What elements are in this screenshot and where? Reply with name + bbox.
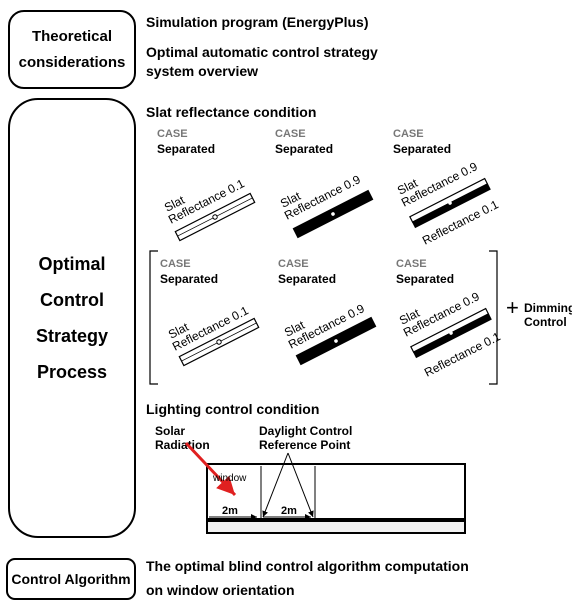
theoretical-considerations-box: Theoretical considerations <box>8 10 136 89</box>
case-value: Separated <box>160 272 219 286</box>
case-label: CASE <box>393 128 424 140</box>
solar-arrow <box>184 441 237 497</box>
algorithm-text-2: on window orientation <box>146 582 295 598</box>
right-bracket <box>489 250 498 385</box>
optimal-control-strategy-box: Optimal Control Strategy Process <box>8 98 136 538</box>
control-algorithm-box: Control Algorithm <box>6 558 136 600</box>
simulation-program-text: Simulation program (EnergyPlus) <box>146 14 369 30</box>
case-label: CASE <box>157 128 188 140</box>
theoretical-line-2: considerations <box>18 53 126 71</box>
case-value: Separated <box>278 272 337 286</box>
slat-white-01 <box>178 317 260 367</box>
distance-label-1: 2m <box>222 505 238 517</box>
case-label: CASE <box>160 258 191 270</box>
plus-sign: + <box>506 295 519 320</box>
ref-line-left <box>262 452 289 518</box>
ref-line-right <box>287 452 314 518</box>
solar-radiation-line-1: Solar <box>155 424 186 438</box>
case-value: Separated <box>275 142 334 156</box>
left-bracket <box>149 250 158 385</box>
optimal-line-2: Control <box>40 290 104 310</box>
window-label: window <box>212 473 247 484</box>
slat-black-09 <box>295 316 377 366</box>
distance-label-2: 2m <box>281 505 297 517</box>
case-value: Separated <box>393 142 452 156</box>
case-value: Separated <box>396 272 455 286</box>
slat-black-09 <box>292 189 374 239</box>
case-label: CASE <box>275 128 306 140</box>
case-label: CASE <box>278 258 309 270</box>
dimming-line-2: Control <box>524 315 567 329</box>
control-algorithm-label: Control Algorithm <box>11 571 131 587</box>
daylight-ref-line-1: Daylight Control <box>259 424 353 438</box>
theoretical-line-1: Theoretical <box>31 27 112 45</box>
daylight-ref-line-2: Reference Point <box>259 438 351 452</box>
overview-text-2: system overview <box>146 63 259 79</box>
dimming-line-1: Dimming <box>524 301 572 315</box>
algorithm-text-1: The optimal blind control algorithm comp… <box>146 558 469 574</box>
slat-section-title: Slat reflectance condition <box>146 104 317 120</box>
slat-dual-09-01 <box>409 177 491 229</box>
slat-white-01 <box>174 192 256 242</box>
room-floor <box>206 520 466 534</box>
case-value: Separated <box>157 142 216 156</box>
overview-text-1: Optimal automatic control strategy <box>146 44 378 60</box>
slat-dual-09-01 <box>410 307 492 359</box>
optimal-line-4: Process <box>36 362 108 382</box>
optimal-line-3: Strategy <box>35 326 109 346</box>
lighting-section-title: Lighting control condition <box>146 401 320 417</box>
solar-radiation-line-2: Radiation <box>155 438 210 452</box>
optimal-line-1: Optimal <box>38 254 106 274</box>
case-label: CASE <box>396 258 427 270</box>
